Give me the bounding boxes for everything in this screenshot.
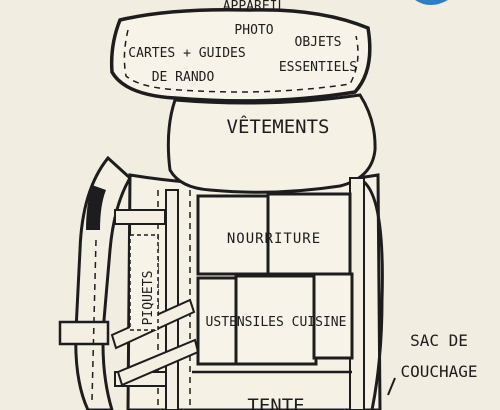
top-lid bbox=[109, 7, 372, 103]
label-kitchen: USTENSILES CUISINE bbox=[206, 315, 347, 330]
strap-buckle bbox=[58, 320, 110, 346]
label-stakes: PIQUETS bbox=[141, 271, 156, 326]
label-sleeping-bag-line1: SAC DE bbox=[410, 331, 468, 350]
clothes-band bbox=[166, 93, 377, 194]
kitchen-box-right bbox=[312, 272, 354, 360]
label-maps-line1: CARTES + GUIDES bbox=[128, 46, 245, 61]
kitchen-box-left bbox=[196, 276, 240, 366]
label-food: NOURRITURE bbox=[227, 231, 321, 247]
right-pocket bbox=[362, 180, 384, 410]
label-essentials-line1: OBJETS bbox=[295, 35, 342, 50]
vertical-strap bbox=[165, 189, 179, 410]
strap-shadow bbox=[86, 185, 106, 230]
label-essentials-line2: ESSENTIELS bbox=[279, 60, 357, 75]
label-tent: TENTE bbox=[247, 395, 304, 410]
side-strap-a bbox=[114, 209, 166, 225]
label-photo-line1: APPAREIL bbox=[223, 0, 286, 14]
label-maps-line2: DE RANDO bbox=[152, 70, 215, 85]
food-box-right bbox=[266, 192, 352, 276]
sleeping-bag-pointer bbox=[387, 377, 396, 396]
label-photo-line2: PHOTO bbox=[234, 23, 273, 38]
label-clothes: VÊTEMENTS bbox=[227, 115, 330, 138]
label-sleeping-bag-line2: COUCHAGE bbox=[400, 362, 477, 381]
strap-stitch bbox=[91, 239, 97, 401]
corner-accent bbox=[415, 0, 448, 5]
stakes-tube bbox=[129, 234, 159, 331]
kitchen-box-mid bbox=[234, 274, 318, 366]
